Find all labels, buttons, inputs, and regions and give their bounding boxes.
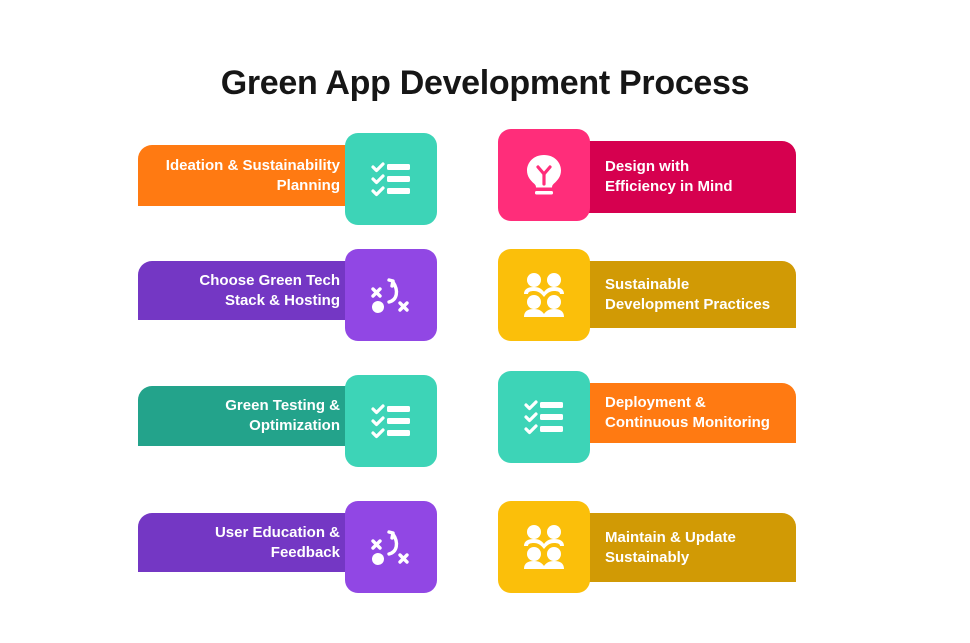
strategy-icon	[371, 530, 409, 565]
page-title: Green App Development Process	[220, 64, 750, 102]
step-user-education-bar: User Education & Feedback	[138, 513, 352, 572]
step-label-line2: Development Practices	[605, 295, 771, 313]
step-label-line2: Continuous Monitoring	[605, 414, 770, 431]
step-label-line2: Feedback	[270, 543, 340, 561]
step-ideation-bar: Ideation & Sustainability Planning	[138, 145, 352, 206]
strategy-icon	[371, 278, 409, 313]
step-sustainable-dev-bar: Sustainable Development Practices	[585, 261, 796, 328]
step-label-line1: Maintain & Update	[605, 528, 736, 546]
step-user-education-icon-box	[345, 501, 437, 593]
step-ideation-icon-box	[345, 133, 437, 225]
step-design-bar: Design with Efficiency in Mind	[585, 141, 796, 213]
step-label-line1: Design with	[605, 158, 690, 175]
step-label-line1: Deployment &	[605, 394, 706, 411]
step-maintain-bar: Maintain & Update Sustainably	[585, 513, 796, 582]
step-green-testing-bar: Green Testing & Optimization	[138, 386, 352, 446]
step-label-line2: Planning	[276, 176, 340, 194]
step-deployment-bar: Deployment & Continuous Monitoring	[585, 383, 796, 443]
team-icon	[524, 273, 564, 317]
step-green-testing-icon-box	[345, 375, 437, 467]
step-deployment-icon-box	[498, 371, 590, 463]
checklist-icon	[524, 400, 563, 435]
step-label-line1: Sustainable	[605, 275, 690, 293]
lightbulb-icon	[527, 155, 561, 195]
step-label-line1: Green Testing &	[225, 397, 340, 414]
step-label-line1: User Education &	[214, 523, 340, 541]
step-maintain-icon-box	[498, 501, 590, 593]
step-label-line2: Efficiency in Mind	[605, 178, 733, 195]
step-tech-stack-icon-box	[345, 249, 437, 341]
checklist-icon	[371, 162, 410, 197]
step-tech-stack-bar: Choose Green Tech Stack & Hosting	[138, 261, 352, 320]
step-label-line2: Optimization	[249, 417, 340, 434]
step-label-line1: Choose Green Tech	[199, 271, 340, 289]
step-sustainable-dev-icon-box	[498, 249, 590, 341]
team-icon	[524, 525, 564, 569]
step-design-icon-box	[498, 129, 590, 221]
step-label-line1: Ideation & Sustainability	[165, 156, 340, 174]
step-label-line2: Stack & Hosting	[224, 291, 340, 309]
checklist-icon	[371, 404, 410, 439]
step-label-line2: Sustainably	[605, 548, 690, 566]
